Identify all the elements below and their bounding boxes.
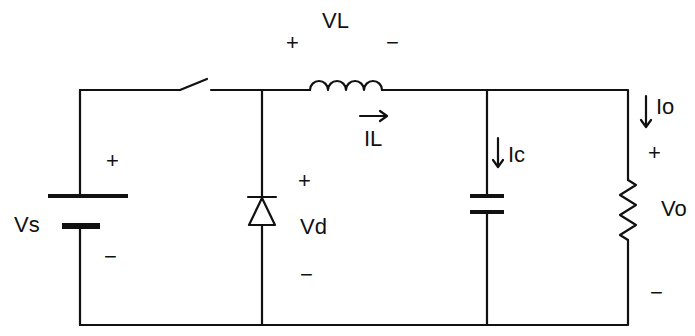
voltage-label: VL [322,10,349,32]
current-arrow [645,96,647,126]
current-arrow [380,111,387,121]
polarity-sign: − [300,264,313,286]
diode-symbol [249,198,275,225]
wire [382,90,628,180]
wire [261,90,263,197]
polarity-sign: − [104,246,117,268]
current-arrow [497,138,499,166]
current-arrow [360,115,386,117]
polarity-sign: − [386,32,399,54]
battery-plate [62,223,100,229]
capacitor-plate [470,210,504,214]
wire [80,240,628,325]
inductor-symbol [310,81,382,90]
voltage-label: Vo [661,198,687,220]
wire [79,226,81,325]
wire [80,89,180,91]
capacitor-plate [470,194,504,198]
current-label: Ic [508,144,525,166]
current-label: Io [656,96,674,118]
polarity-sign: + [106,150,119,172]
wire [486,212,488,325]
wire [79,90,81,196]
wire [261,225,263,325]
current-arrow [493,160,503,167]
battery-plate [48,194,128,198]
resistor-symbol [620,180,636,240]
polarity-sign: − [650,282,663,304]
polarity-sign: + [648,142,661,164]
polarity-sign: + [286,32,299,54]
voltage-label: Vs [14,214,40,236]
switch-symbol [180,79,207,90]
voltage-label: Vd [300,216,327,238]
polarity-sign: + [298,170,311,192]
current-arrow [641,120,651,127]
wire [211,89,310,91]
current-label: IL [364,128,382,150]
wire [486,90,488,196]
